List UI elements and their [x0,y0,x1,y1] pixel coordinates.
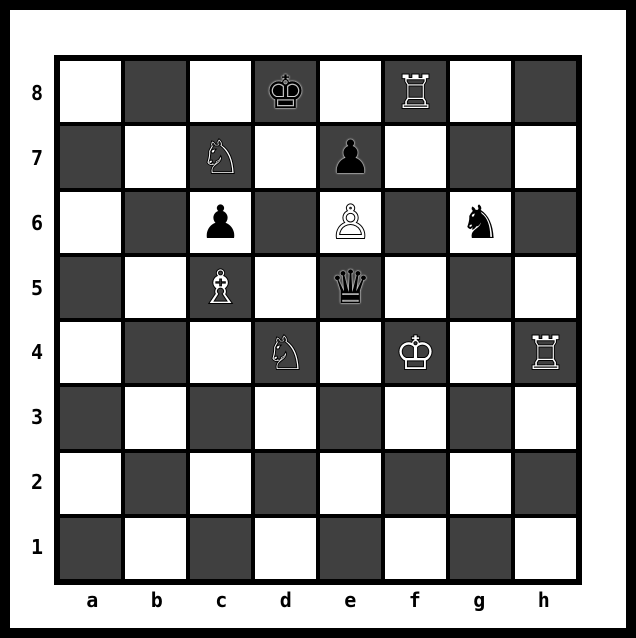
square-e3[interactable] [320,387,381,448]
white-king-icon[interactable]: ♔ [395,330,436,376]
file-label: h [512,588,577,612]
square-e8[interactable] [320,61,381,122]
file-label: f [383,588,448,612]
square-d5[interactable] [255,257,316,318]
square-c6[interactable]: ♟ [190,192,251,253]
rank-label: 8 [22,81,52,105]
square-f5[interactable] [385,257,446,318]
square-b3[interactable] [125,387,186,448]
square-c7[interactable]: ♘ [190,126,251,187]
black-pawn-icon[interactable]: ♟ [330,134,371,180]
black-pawn-icon[interactable]: ♟ [200,199,241,245]
square-h6[interactable] [515,192,576,253]
square-d4[interactable]: ♘ [255,322,316,383]
square-g7[interactable] [450,126,511,187]
square-g6[interactable]: ♞ [450,192,511,253]
square-e6[interactable]: ♙ [320,192,381,253]
square-g3[interactable] [450,387,511,448]
square-d2[interactable] [255,453,316,514]
board-grid: ♚ ♖ ♘ ♟ ♟ ♙ ♞ ♗ ♛ ♘ ♔ ♖ [60,61,576,579]
square-d6[interactable] [255,192,316,253]
file-label: e [318,588,383,612]
square-h5[interactable] [515,257,576,318]
square-b5[interactable] [125,257,186,318]
file-label: b [125,588,190,612]
white-knight-icon[interactable]: ♘ [200,134,241,180]
square-b6[interactable] [125,192,186,253]
rank-label: 6 [22,211,52,235]
square-f8[interactable]: ♖ [385,61,446,122]
rank-label: 5 [22,276,52,300]
square-f4[interactable]: ♔ [385,322,446,383]
square-b2[interactable] [125,453,186,514]
square-c4[interactable] [190,322,251,383]
white-pawn-icon[interactable]: ♙ [330,199,371,245]
square-g4[interactable] [450,322,511,383]
square-c8[interactable] [190,61,251,122]
square-f7[interactable] [385,126,446,187]
chessboard: ♚ ♖ ♘ ♟ ♟ ♙ ♞ ♗ ♛ ♘ ♔ ♖ [54,55,582,585]
square-e4[interactable] [320,322,381,383]
square-c2[interactable] [190,453,251,514]
square-d8[interactable]: ♚ [255,61,316,122]
square-e2[interactable] [320,453,381,514]
rank-label: 2 [22,470,52,494]
square-b4[interactable] [125,322,186,383]
file-label: g [447,588,512,612]
black-queen-icon[interactable]: ♛ [330,264,371,310]
file-label: d [254,588,319,612]
rank-label: 1 [22,535,52,559]
square-a8[interactable] [60,61,121,122]
square-g5[interactable] [450,257,511,318]
square-h1[interactable] [515,518,576,579]
white-bishop-icon[interactable]: ♗ [200,264,241,310]
black-king-icon[interactable]: ♚ [265,69,306,115]
rank-label: 7 [22,146,52,170]
file-label: a [60,588,125,612]
square-a2[interactable] [60,453,121,514]
square-e5[interactable]: ♛ [320,257,381,318]
square-b8[interactable] [125,61,186,122]
square-f1[interactable] [385,518,446,579]
square-h3[interactable] [515,387,576,448]
square-f6[interactable] [385,192,446,253]
rank-labels: 8 7 6 5 4 3 2 1 [22,61,52,579]
square-h2[interactable] [515,453,576,514]
square-a5[interactable] [60,257,121,318]
square-g1[interactable] [450,518,511,579]
rank-label: 3 [22,405,52,429]
square-d3[interactable] [255,387,316,448]
square-g2[interactable] [450,453,511,514]
square-b7[interactable] [125,126,186,187]
square-f3[interactable] [385,387,446,448]
square-a4[interactable] [60,322,121,383]
square-a6[interactable] [60,192,121,253]
square-d7[interactable] [255,126,316,187]
square-e7[interactable]: ♟ [320,126,381,187]
square-a1[interactable] [60,518,121,579]
square-a3[interactable] [60,387,121,448]
square-h8[interactable] [515,61,576,122]
square-d1[interactable] [255,518,316,579]
white-rook-icon[interactable]: ♖ [525,330,566,376]
black-knight-icon[interactable]: ♞ [460,199,501,245]
square-h4[interactable]: ♖ [515,322,576,383]
white-rook-icon[interactable]: ♖ [395,69,436,115]
file-label: c [189,588,254,612]
square-c1[interactable] [190,518,251,579]
square-e1[interactable] [320,518,381,579]
square-h7[interactable] [515,126,576,187]
square-f2[interactable] [385,453,446,514]
square-a7[interactable] [60,126,121,187]
square-g8[interactable] [450,61,511,122]
square-c3[interactable] [190,387,251,448]
square-c5[interactable]: ♗ [190,257,251,318]
rank-label: 4 [22,340,52,364]
square-b1[interactable] [125,518,186,579]
white-knight-icon[interactable]: ♘ [265,330,306,376]
